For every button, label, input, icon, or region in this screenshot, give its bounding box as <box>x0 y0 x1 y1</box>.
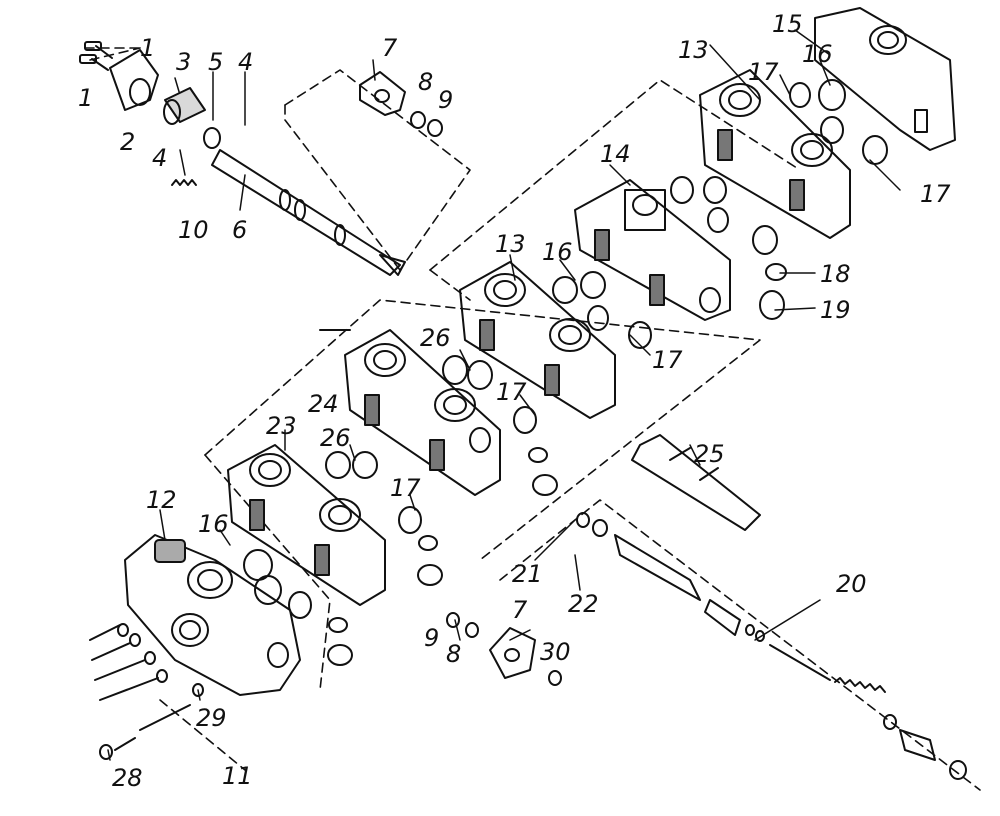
inlet-body-part-12 <box>124 534 301 696</box>
callout-10: 10 <box>178 216 209 244</box>
callout-13-middle: 13 <box>495 230 526 258</box>
seal-rings-middle <box>442 271 652 496</box>
spring-part-10 <box>171 179 197 186</box>
callout-16-top: 16 <box>802 40 833 68</box>
bushing-part-3 <box>163 87 206 125</box>
callout-24: 24 <box>308 390 339 418</box>
callout-13-top: 13 <box>678 36 709 64</box>
callout-3: 3 <box>176 48 192 76</box>
callout-17-top: 17 <box>748 58 779 86</box>
callout-17-lower: 17 <box>390 474 421 502</box>
cover-plate-7-lower <box>446 612 562 686</box>
callout-19: 19 <box>820 296 851 324</box>
callout-12: 12 <box>146 486 177 514</box>
end-cover-part-15 <box>814 7 956 151</box>
callout-28: 28 <box>112 764 143 792</box>
o-ring-8-upper <box>410 111 426 129</box>
ring-part-5 <box>203 127 221 149</box>
spool-part-6 <box>211 149 406 276</box>
callout-26-upper: 26 <box>420 324 451 352</box>
callout-18: 18 <box>820 260 851 288</box>
callout-1b: 1 <box>78 84 94 112</box>
dashed-group-outlines <box>84 47 981 791</box>
callout-16-middle: 16 <box>542 238 573 266</box>
callout-9-lower: 9 <box>424 624 440 652</box>
callout-7-lower: 7 <box>512 596 528 624</box>
callout-4b: 4 <box>152 144 168 172</box>
callout-14: 14 <box>600 140 631 168</box>
seal-rings-bottom <box>243 549 353 666</box>
callout-26-lower: 26 <box>320 424 351 452</box>
callout-4a: 4 <box>238 48 254 76</box>
callout-25: 25 <box>694 440 725 468</box>
callout-11: 11 <box>222 762 253 790</box>
callout-30: 30 <box>540 638 571 666</box>
valve-section-23 <box>227 444 386 606</box>
valve-section-13-top <box>699 69 851 239</box>
seal-rings-lower <box>325 451 443 586</box>
callout-29: 29 <box>196 704 227 732</box>
seal-rings-top <box>670 79 888 320</box>
callout-22: 22 <box>568 590 599 618</box>
flange-part-2 <box>109 49 159 111</box>
callout-17-middle: 17 <box>652 346 683 374</box>
callout-6: 6 <box>232 216 248 244</box>
callout-15: 15 <box>772 10 803 38</box>
callout-1a: 1 <box>140 34 156 62</box>
callout-8-upper: 8 <box>418 68 434 96</box>
callout-2: 2 <box>120 128 136 156</box>
callout-16-lower: 16 <box>198 510 229 538</box>
callout-21: 21 <box>512 560 543 588</box>
callout-9-upper: 9 <box>438 86 454 114</box>
callout-23: 23 <box>266 412 297 440</box>
callout-7-upper: 7 <box>382 34 398 62</box>
valve-section-24 <box>319 329 501 496</box>
callout-17-center: 17 <box>496 378 527 406</box>
valve-section-14 <box>574 179 731 321</box>
valve-section-13-middle <box>459 261 616 419</box>
callout-17-right: 17 <box>920 180 951 208</box>
callout-8-lower: 8 <box>446 640 462 668</box>
callout-20: 20 <box>836 570 867 598</box>
o-ring-9-upper <box>427 119 443 137</box>
tie-rods <box>89 623 204 760</box>
relief-valve-part-20 <box>576 512 967 780</box>
callout-5: 5 <box>208 48 224 76</box>
screws <box>79 41 113 71</box>
spool-part-25 <box>631 434 761 531</box>
cover-plate-7-upper <box>359 71 406 116</box>
